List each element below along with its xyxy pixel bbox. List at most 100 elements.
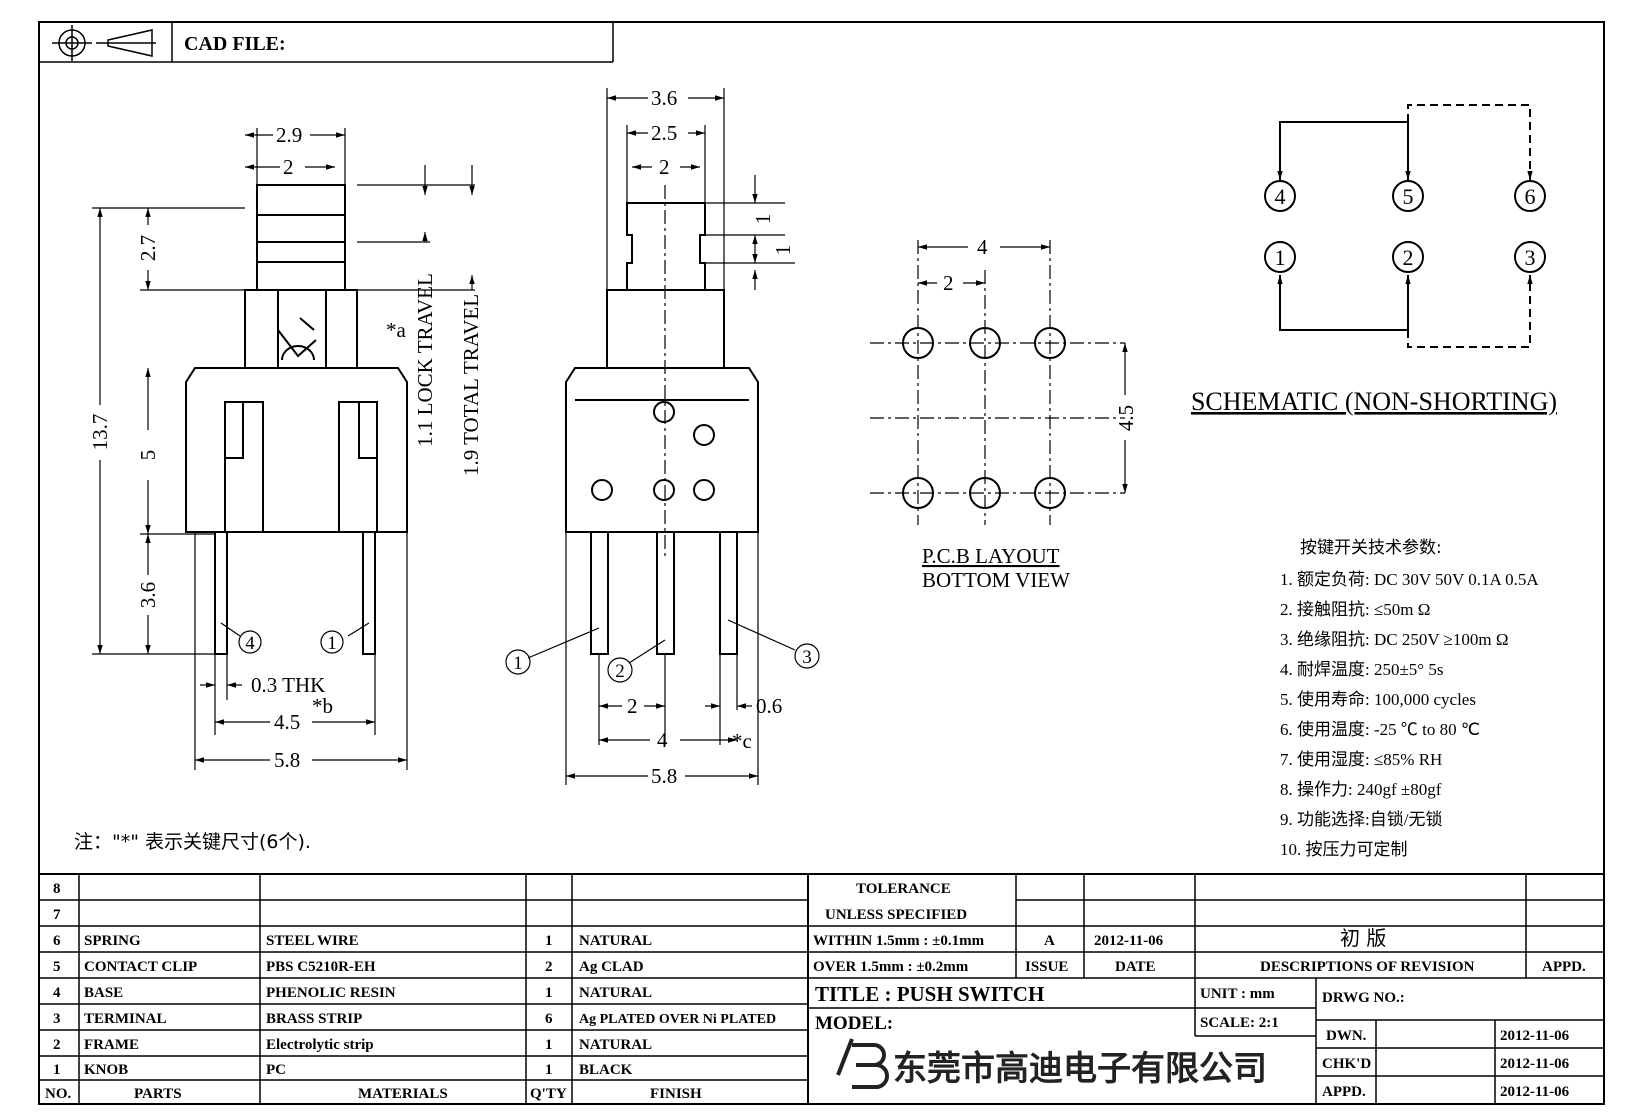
row-no: 3 [53,1011,61,1027]
dim-star-b: *b [312,694,333,718]
title-block: TOLERANCE UNLESS SPECIFIED WITHIN 1.5mm … [813,881,1586,1100]
header-appd: APPD. [1542,959,1586,975]
appd-label: APPD. [1322,1084,1366,1100]
row-material: Electrolytic strip [266,1037,374,1053]
header-parts: PARTS [134,1086,182,1102]
dwn-date: 2012-11-06 [1500,1028,1570,1044]
spec-item: 3. 绝缘阻抗: DC 250V ≥100m Ω [1280,630,1509,649]
header-date: DATE [1115,959,1156,975]
row-qty: 1 [545,985,553,1001]
spec-item: 4. 耐焊温度: 250±5° 5s [1280,660,1443,679]
dim-13-7: 13.7 [88,414,112,451]
row-qty: 6 [545,1011,553,1027]
sheet-border [38,21,1605,1105]
header-materials: MATERIALS [358,1086,448,1102]
spec-heading: 按键开关技术参数: [1300,538,1442,558]
row-material: PHENOLIC RESIN [266,985,396,1001]
spec-item: 5. 使用寿命: 100,000 cycles [1280,689,1476,709]
pcb-subtitle: BOTTOM VIEW [922,568,1070,592]
appd-date: 2012-11-06 [1500,1084,1570,1100]
schematic-pin-2: 2 [1403,245,1414,270]
model-label: MODEL: [815,1013,893,1034]
row-material: PBS C5210R-EH [266,959,376,975]
pin-label-4: 4 [245,633,255,654]
tolerance-within: WITHIN 1.5mm : ±0.1mm [813,933,985,949]
spec-item: 8. 操作力: 240gf ±80gf [1280,780,1442,799]
spec-item: 9. 功能选择:自锁/无锁 [1280,810,1442,829]
header-description: DESCRIPTIONS OF REVISION [1260,959,1475,975]
revision-date: 2012-11-06 [1094,933,1164,949]
schematic-pin-1: 1 [1275,245,1286,270]
chk-label: CHK'D [1322,1056,1371,1072]
key-dimension-note: 注："*" 表示关键尺寸(6个). [74,831,311,853]
front-view-labels: 2.9 2 2.7 13.7 5 3.6 *a 1.1 LOCK TRAVEL … [88,123,483,772]
spec-item: 7. 使用湿度: ≤85% RH [1280,749,1442,769]
dim-pitch-2: 2 [627,694,638,718]
dim-star-a: *a [386,318,407,342]
pcb-title: P.C.B LAYOUT [922,544,1060,568]
spec-item: 2. 接触阻抗: ≤50m Ω [1280,600,1430,619]
dim-5-8-side: 5.8 [651,764,677,788]
bom-table: 8 7 6 SPRING STEEL WIRE 1 NATURAL 5 CONT… [45,881,776,1102]
dim-3-6-top: 3.6 [651,86,677,110]
schematic [1264,104,1546,348]
row-no: 7 [53,907,61,923]
header-qty: Q'TY [530,1086,567,1102]
dim-2-5: 2.5 [651,121,677,145]
table-row: 7 [53,907,61,923]
dwn-label: DWN. [1326,1028,1367,1044]
pin-label-1-side: 1 [513,653,523,674]
unit-label: UNIT : mm [1200,986,1275,1002]
table-header-row: NO. PARTS MATERIALS Q'TY FINISH [45,1086,702,1102]
dim-2-front: 2 [283,155,294,179]
dim-5-8-front: 5.8 [274,748,300,772]
dim-4-5: 4.5 [274,710,300,734]
tolerance-over: OVER 1.5mm : ±0.2mm [813,959,969,975]
pin-label-3-side: 3 [802,647,812,668]
row-no: 8 [53,881,61,897]
dim-1-lower: 1 [771,245,795,256]
cad-file-label: CAD FILE: [184,33,286,55]
row-part: KNOB [84,1062,128,1078]
revision-description: 初 版 [1340,926,1386,950]
company-logo-icon [836,1038,889,1089]
header-no: NO. [45,1086,72,1102]
dim-0-6: 0.6 [756,694,782,718]
table-row: 8 [53,881,61,897]
table-row: 4 BASE PHENOLIC RESIN 1 NATURAL [53,985,652,1001]
dim-total-travel: 1.9 TOTAL TRAVEL [459,294,483,476]
row-finish: BLACK [579,1062,633,1078]
row-part: TERMINAL [84,1011,167,1027]
dim-thk: 0.3 THK [251,673,325,697]
dim-lock-travel: 1.1 LOCK TRAVEL [413,273,437,447]
pcb-dim-4: 4 [977,235,988,259]
dim-2-side: 2 [659,155,670,179]
projection-symbol-icon [52,25,156,61]
unless-specified-label: UNLESS SPECIFIED [825,907,967,923]
pcb-layout [870,240,1128,525]
row-no: 5 [53,959,61,975]
schematic-labels: 4 5 6 1 2 3 SCHEMATIC (NON-SHORTING) [1191,184,1557,416]
dim-2-7: 2.7 [136,235,160,261]
row-part: CONTACT CLIP [84,959,197,975]
pin-label-1: 1 [327,633,337,654]
row-qty: 1 [545,1037,553,1053]
dim-2-9: 2.9 [276,123,302,147]
pcb-dim-2: 2 [943,271,954,295]
dim-star-c: *c [732,729,752,753]
row-qty: 1 [545,933,553,949]
row-material: PC [266,1062,286,1078]
spec-item: 10. 按压力可定制 [1280,840,1408,859]
front-view-dimensions [92,128,475,770]
row-finish: NATURAL [579,933,652,949]
table-row: 3 TERMINAL BRASS STRIP 6 Ag PLATED OVER … [53,1011,776,1027]
dim-1-upper: 1 [751,214,775,225]
tolerance-label: TOLERANCE [856,881,951,897]
header-finish: FINISH [650,1086,702,1102]
table-row: 5 CONTACT CLIP PBS C5210R-EH 2 Ag CLAD [53,959,644,975]
scale-label: SCALE: 2:1 [1200,1015,1279,1031]
front-view [185,184,408,655]
dim-3-6: 3.6 [136,582,160,608]
side-view [565,202,759,655]
